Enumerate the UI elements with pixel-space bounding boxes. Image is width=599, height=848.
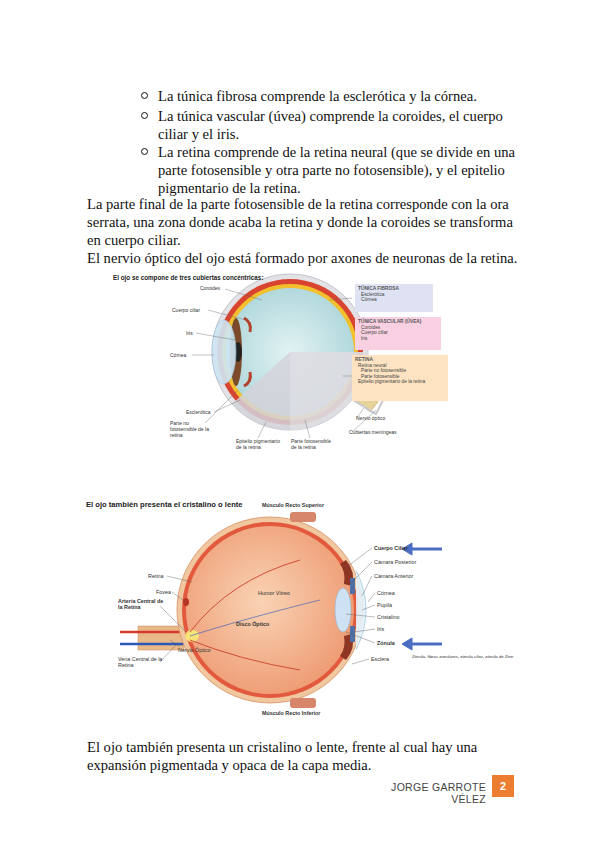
part-label: Coroides bbox=[200, 285, 240, 291]
part-label: Humor Vítreo bbox=[258, 590, 318, 596]
box-item: Parte fotosensible bbox=[355, 374, 445, 380]
box-heading: TÚNICA FIBROSA bbox=[358, 286, 430, 292]
part-label: Cuerpo ciliar bbox=[172, 307, 217, 313]
bullet-text: La túnica fibrosa comprende la escleróti… bbox=[158, 87, 528, 105]
part-label: Cristalino bbox=[377, 614, 427, 620]
box-item: Epitelio pigmentario de la retina bbox=[355, 379, 445, 385]
part-label: Músculo Recto Superior bbox=[262, 502, 342, 508]
part-label: Cámara Posterior bbox=[374, 559, 444, 565]
part-label: Vena Central de la Retina bbox=[118, 656, 164, 669]
bullet-marker bbox=[141, 92, 148, 99]
part-label: Retina bbox=[148, 573, 178, 579]
paragraph: El nervio óptico del ojo está formado po… bbox=[87, 249, 522, 267]
part-label: Disco Óptico bbox=[236, 621, 296, 627]
box-heading: TÚNICA VASCULAR (ÚVEA) bbox=[358, 319, 438, 325]
legend-box-vascular: TÚNICA VASCULAR (ÚVEA)CoroidesCuerpo cil… bbox=[355, 317, 441, 350]
box-item: Cuerpo ciliar bbox=[358, 330, 438, 336]
part-label: Esclerótica bbox=[186, 409, 226, 415]
part-label: Córnea bbox=[377, 590, 427, 596]
box-item: Coroides bbox=[358, 325, 438, 331]
part-label: Nervio Óptico bbox=[178, 647, 233, 653]
bullet-text: La túnica vascular (úvea) comprende la c… bbox=[158, 107, 528, 143]
part-label: Iris bbox=[377, 626, 427, 632]
part-label: Parte fotosensible de la retina bbox=[291, 438, 336, 450]
box-item: Parte no fotosensible bbox=[355, 368, 445, 374]
part-label: Esclera bbox=[371, 656, 411, 662]
box-heading: RETINA bbox=[355, 357, 445, 363]
paragraph: El ojo también presenta un cristalino o … bbox=[87, 738, 522, 774]
part-label: Iris bbox=[186, 330, 206, 336]
part-label: Córnea bbox=[170, 352, 200, 358]
part-label: Zónula bbox=[377, 640, 427, 646]
bullet-marker bbox=[141, 112, 148, 119]
box-item: Córnea bbox=[358, 297, 430, 303]
part-label: Cubiertas meníngeas bbox=[349, 429, 409, 435]
part-label: Epitelio pigmentario de la retina bbox=[236, 438, 281, 450]
bullet-text: La retina comprende de la retina neural … bbox=[158, 143, 528, 197]
box-item: Retina neural bbox=[355, 363, 445, 369]
author-footer: JORGE GARROTE VÉLEZ bbox=[360, 781, 486, 805]
page-number: 2 bbox=[492, 775, 514, 797]
part-label: Cámara Anterior bbox=[374, 573, 444, 579]
legend-box-retina: RETINARetina neuralParte no fotosensible… bbox=[352, 355, 448, 401]
part-label: Fovea bbox=[156, 589, 186, 595]
eye-lens-illustration bbox=[120, 512, 442, 708]
note-label: Zónula, fibras zonulares, zónula ciliar,… bbox=[412, 654, 572, 659]
bullet-marker bbox=[141, 148, 148, 155]
part-label: Arteria Central de la Retina bbox=[118, 598, 164, 611]
figure-heading: El ojo se compone de tres cubiertas conc… bbox=[113, 274, 363, 282]
box-item: Iris bbox=[358, 336, 438, 342]
box-item: Esclerótica bbox=[358, 292, 430, 298]
legend-box-fibrosa: TÚNICA FIBROSAEscleróticaCórnea bbox=[355, 284, 433, 312]
part-label: Pupila bbox=[377, 602, 427, 608]
part-label: Cuerpo Ciliar bbox=[374, 545, 434, 551]
part-label: Músculo Recto Inferior bbox=[262, 710, 342, 716]
paragraph: La parte final de la parte fotosensible … bbox=[87, 195, 522, 249]
part-label: Nervio óptico bbox=[356, 415, 406, 421]
part-label: Parte no fotosensible de la retina bbox=[170, 420, 215, 438]
